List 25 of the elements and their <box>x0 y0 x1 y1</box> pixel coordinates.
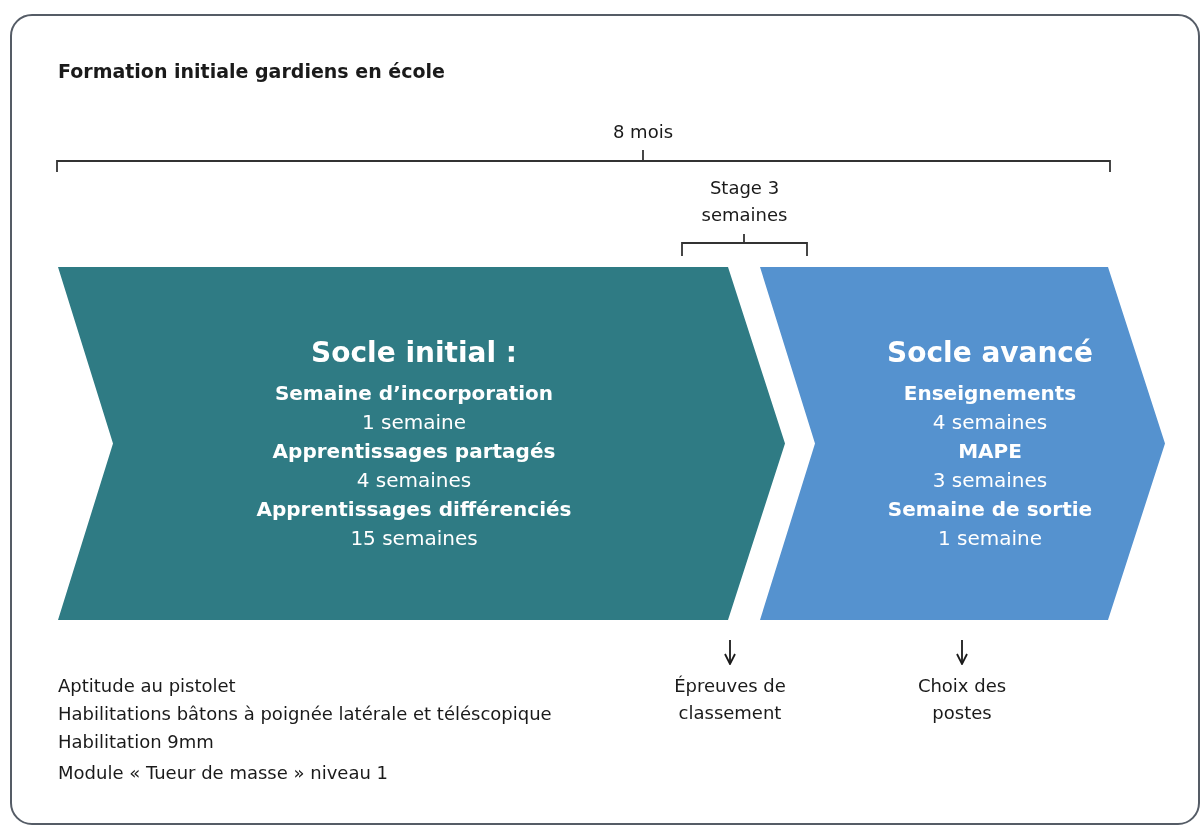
phase-duration: 1 semaine <box>361 408 467 436</box>
phase-duration: 4 semaines <box>356 466 472 494</box>
chevron-heading: Socle avancé <box>887 334 1093 371</box>
dimension-label: 8 mois <box>611 120 675 144</box>
phase-name: Semaine de sortie <box>887 495 1093 523</box>
note-text: Habilitations bâtons à poignée latérale et téléscopique <box>58 702 552 726</box>
phase-duration: 4 semaines <box>932 408 1048 436</box>
phase-duration: 3 semaines <box>932 466 1048 494</box>
arrow <box>956 639 968 665</box>
phase-name: MAPE <box>958 437 1022 465</box>
diagram-title: Formation initiale gardiens en école <box>58 60 445 82</box>
phase-duration: 1 semaine <box>937 524 1043 552</box>
note-text: Aptitude au pistolet <box>58 674 236 698</box>
arrow <box>724 639 736 665</box>
outcome-text: Choix des postes <box>916 674 1008 725</box>
phase-name: Apprentissages différenciés <box>256 495 572 523</box>
phase-name: Enseignements <box>903 379 1077 407</box>
note-text: Habilitation 9mm <box>58 730 214 754</box>
note-text: Module « Tueur de masse » niveau 1 <box>58 761 388 785</box>
phase-name: Semaine d’incorporation <box>274 379 554 407</box>
phase-name: Apprentissages partagés <box>272 437 556 465</box>
chevron-heading: Socle initial : <box>311 334 517 371</box>
outcome-text: Épreuves de classement <box>673 674 787 725</box>
phase-duration: 15 semaines <box>350 524 478 552</box>
dimension-label: Stage 3 semaines <box>700 176 789 227</box>
